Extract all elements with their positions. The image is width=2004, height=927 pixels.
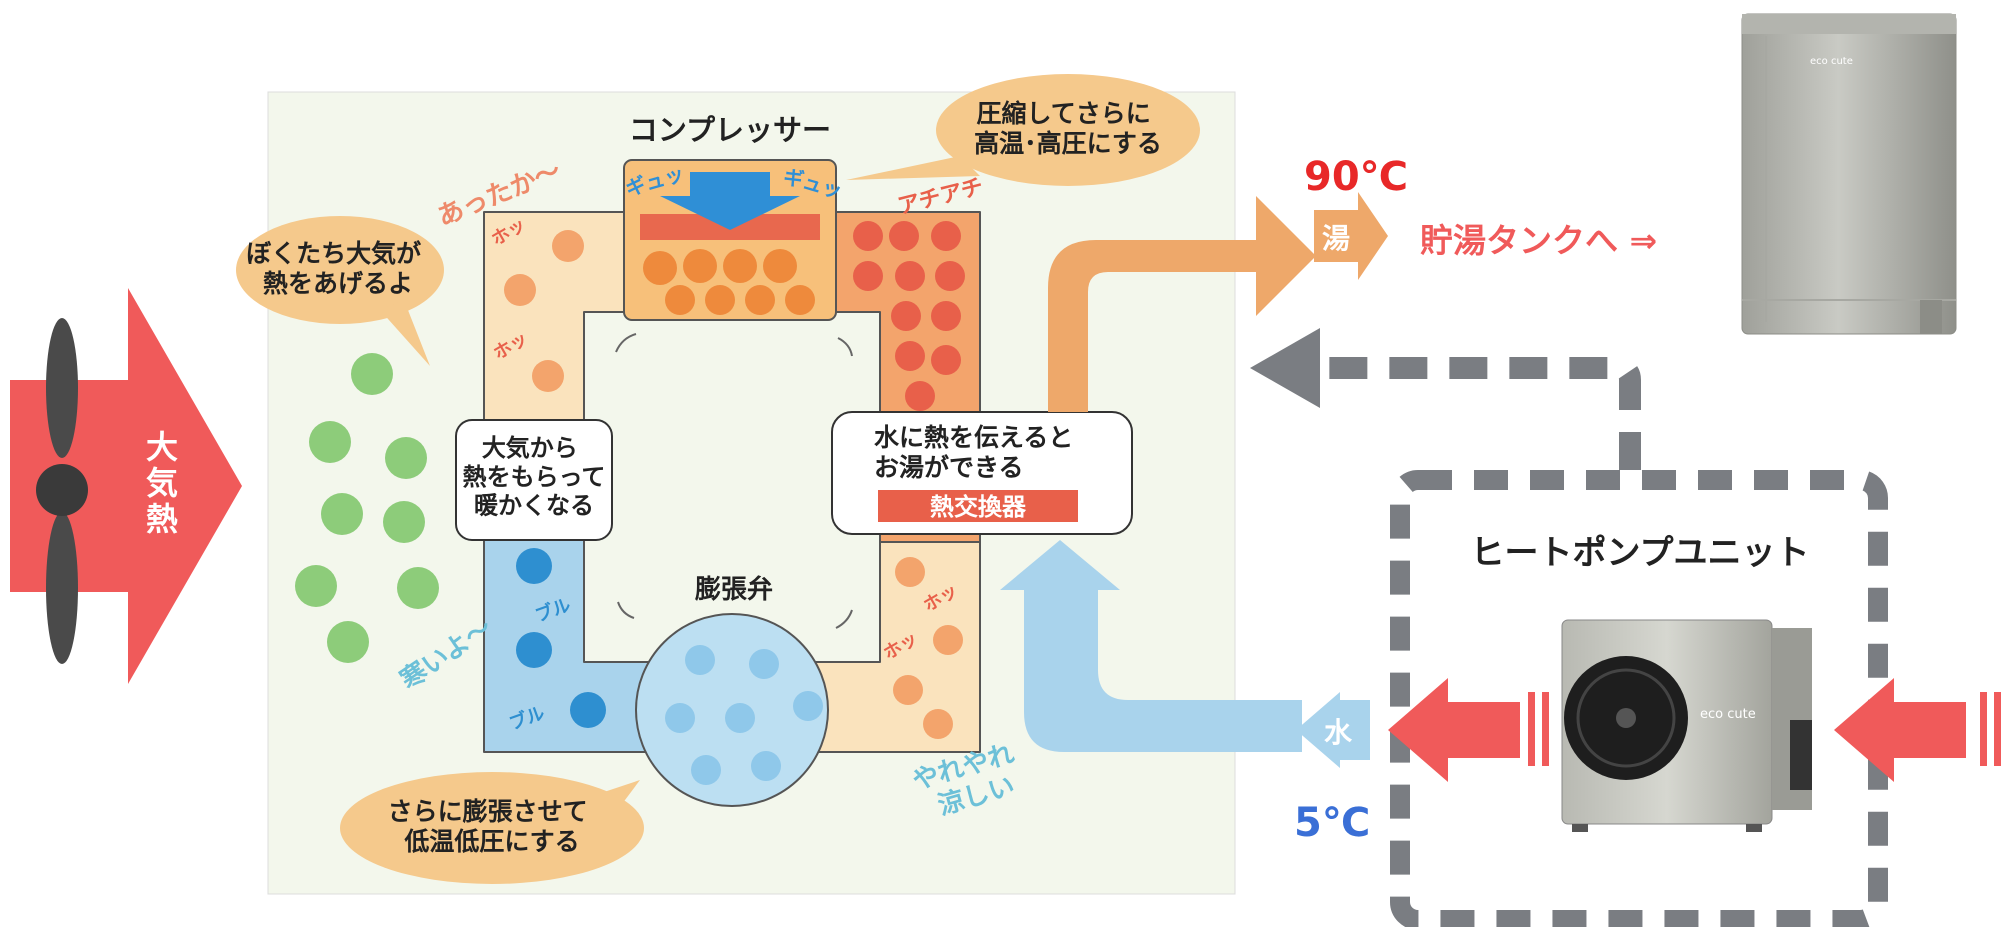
evaporator-note-line-2: 熱をもらって [463,463,606,491]
svg-text:さらに膨張させて 低温低圧にする: さらに膨張させて 低温低圧にする [388,797,597,856]
hot-water-temp: 90℃ [1304,154,1408,200]
callout-compressor-text: 圧縮してさらに [977,99,1151,128]
cold-water-pipe: 水 5℃ [1000,540,1370,846]
evaporator-note: 大気から [482,434,578,462]
intake-arrow-right [1834,678,2001,782]
callout-valve: さらに膨張させて 低温低圧にする [340,772,644,884]
dashed-arrow-head [1250,328,1320,408]
atmospheric-heat-arrow: 大気熱 [10,288,242,684]
hot-water-badge [1314,192,1388,280]
svg-text:水に熱を伝えると お湯ができる: 水に熱を伝えると お湯ができる [874,423,1082,482]
cold-water-temp: 5℃ [1294,800,1370,846]
tank-brand: eco cute [1810,56,1853,67]
cold-water-symbol: 水 [1324,716,1353,749]
outdoor-unit: eco cute [1561,619,1812,832]
hot-water-destination: 貯湯タンクへ ⇒ [1420,221,1657,260]
hot-water-symbol: 湯 [1322,222,1350,255]
callout-air-text-line-2: 熱をあげるよ [263,269,413,298]
heat-source-label: 大気熱 [141,430,179,538]
refrigerant-loop [483,159,981,807]
intake-arrow-left [1388,678,1549,782]
fan-icon [36,318,88,664]
evaporator-note-line-3: 暖かくなる [474,492,594,520]
heat-exchanger-label: 熱交換器 [930,493,1027,521]
evaporator-note-box: 大気から 熱をもらって暖かくなる [455,419,613,541]
hot-water-pipe: 湯 90℃ 貯湯タンクへ ⇒ [1048,154,1657,412]
svg-text:大気から 熱をもらって暖かくなる: 大気から 熱をもらって暖かくなる [463,434,606,520]
storage-tank: eco cute [1741,13,1957,335]
unit-title: ヒートポンプユニット [1471,533,1810,573]
svg-text:圧縮してさらに 高温･高圧にする: 圧縮してさらに 高温･高圧にする [974,99,1162,158]
unit-brand: eco cute [1700,707,1756,722]
callout-air-text: ぼくたち大気が [246,239,421,268]
callout-valve-text-line-2: 低温低圧にする [403,827,579,856]
svg-text:ぼくたち大気が 熱をあげるよ: ぼくたち大気が 熱をあげるよ [246,239,430,298]
compressor-title: コンプレッサー [629,113,831,147]
callout-air: ぼくたち大気が 熱をあげるよ [236,216,444,366]
valve-title: 膨張弁 [695,574,773,605]
callout-compressor: 圧縮してさらに 高温･高圧にする [846,74,1200,186]
callout-valve-text: さらに膨張させて [388,797,588,826]
heat-exchanger-box: 水に熱を伝えると お湯ができる 熱交換器 [831,411,1133,535]
heat-exchanger-note: 水に熱を伝えると [874,423,1073,452]
heat-exchanger-note-line-2: お湯ができる [874,453,1024,482]
air-molecules [295,353,439,663]
callout-compressor-text-line-2: 高温･高圧にする [974,129,1162,158]
cold-water-badge [1296,692,1370,768]
dashed-return-arrow [1320,357,1641,470]
